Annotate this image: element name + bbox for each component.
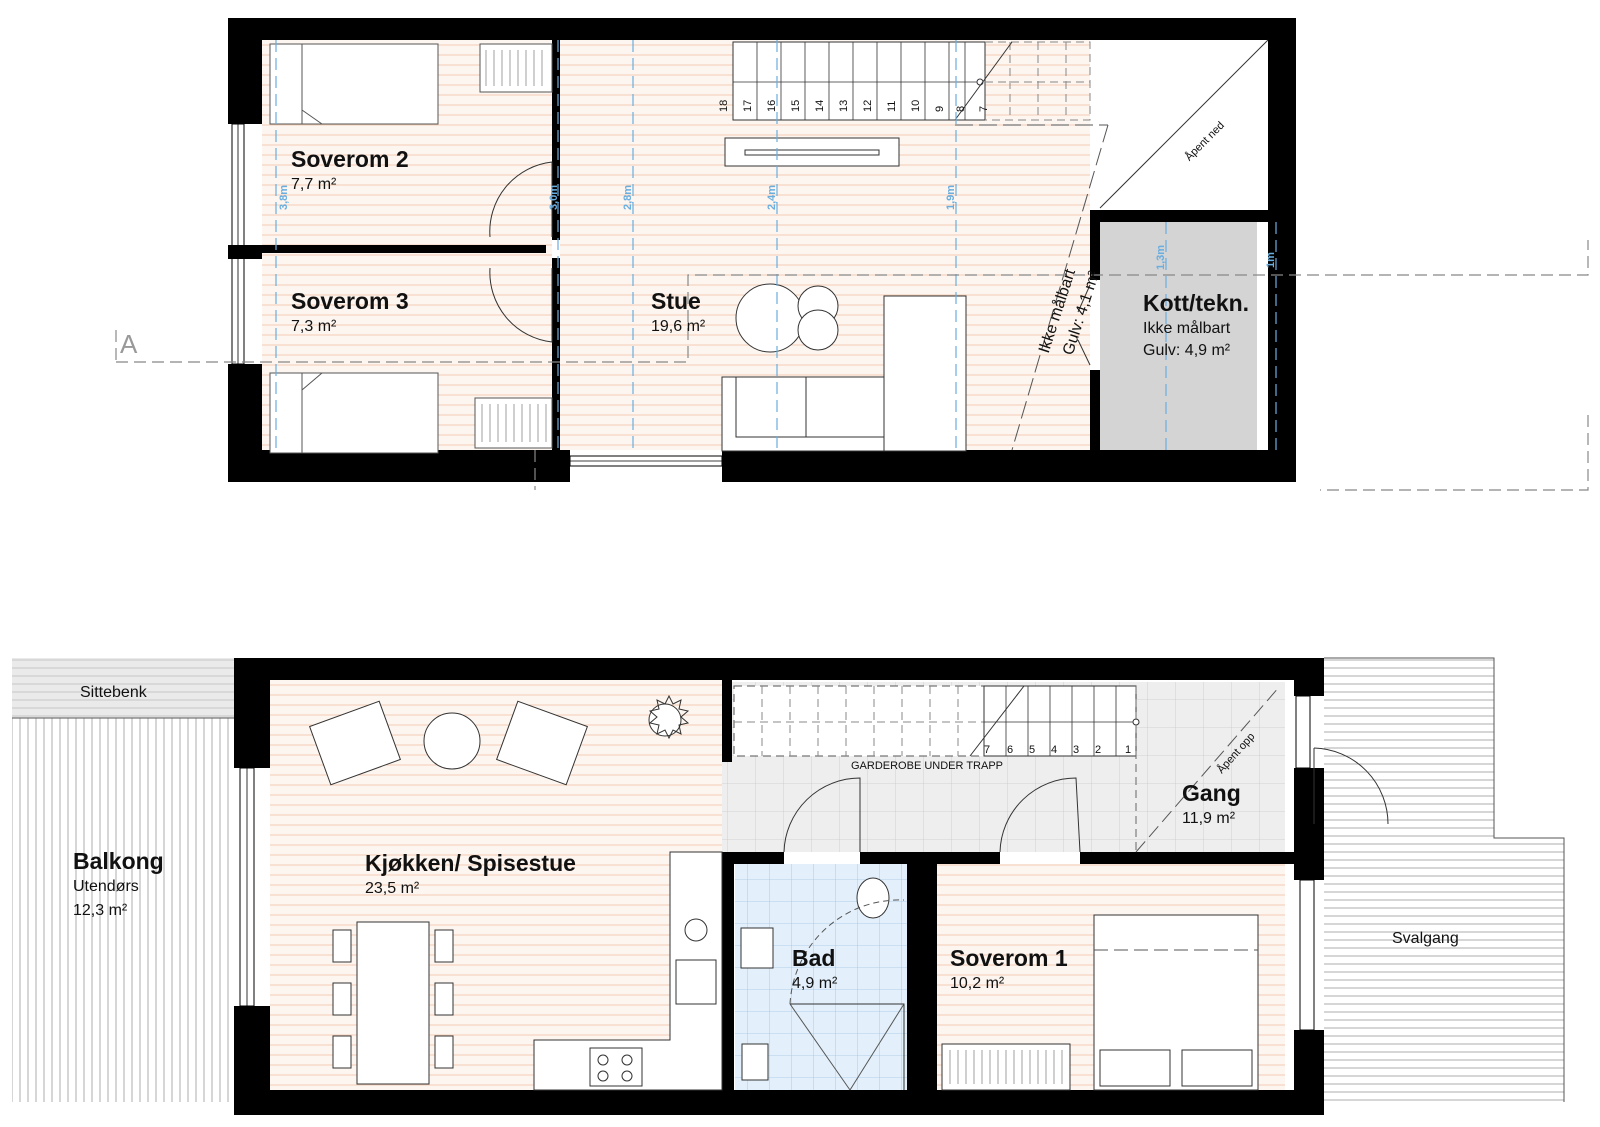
stair-step-number: 7 <box>984 744 991 756</box>
stair-step-number: 5 <box>1029 744 1036 756</box>
room-area-soverom-3: 7,3 m² <box>291 318 337 335</box>
stair-step-number: 4 <box>1051 744 1058 756</box>
stair-step-number: 9 <box>934 105 946 112</box>
room-note-balkong: Utendørs <box>73 878 139 895</box>
stair-step-number: 6 <box>1007 744 1014 756</box>
walkway-label: Svalgang <box>1392 930 1459 947</box>
stair-step-number: 14 <box>814 99 826 112</box>
room-name-balkong: Balkong <box>73 848 164 874</box>
room-name-kjokken-spisestue: Kjøkken/ Spisestue <box>365 850 576 876</box>
section-marker: A <box>120 329 138 359</box>
stair-step-number: 16 <box>766 99 778 112</box>
stair-step-number: 13 <box>838 99 850 112</box>
room-area-gang: 11,9 m² <box>1182 810 1236 827</box>
room-area-stue: 19,6 m² <box>651 318 706 335</box>
room-name-bad: Bad <box>792 945 836 971</box>
stair-step-number: 18 <box>718 99 730 112</box>
stair-step-number: 7 <box>978 105 990 112</box>
stair-step-number: 10 <box>910 99 922 112</box>
stair-step-number: 12 <box>862 99 874 112</box>
room-name-kott-tekn: Kott/tekn. <box>1143 290 1250 316</box>
ceiling-height-label: 1m <box>1265 252 1277 268</box>
room-name-soverom-1: Soverom 1 <box>950 945 1068 971</box>
room-area-kjokken-spisestue: 23,5 m² <box>365 880 420 897</box>
balcony-bench-label: Sittebenk <box>80 684 147 701</box>
stair-step-number: 15 <box>790 99 802 112</box>
room-name-gang: Gang <box>1182 780 1241 806</box>
stair-step-number: 2 <box>1095 744 1102 756</box>
ceiling-height-label: 1,3m <box>1155 244 1167 270</box>
stair-step-number: 1 <box>1125 744 1132 756</box>
room-area-soverom-2: 7,7 m² <box>291 176 337 193</box>
stair-step-number: 11 <box>886 100 898 112</box>
room-area-balkong: 12,3 m² <box>73 902 128 919</box>
ceiling-height-label: 3,8m <box>278 184 290 210</box>
ceiling-height-label: 3,0m <box>548 184 560 210</box>
stair-step-number: 17 <box>742 99 754 112</box>
room-area-soverom-1: 10,2 m² <box>950 975 1005 992</box>
room-name-soverom-3: Soverom 3 <box>291 288 409 314</box>
lower-floor <box>12 657 1565 1115</box>
stair-step-number: 3 <box>1073 744 1080 756</box>
ceiling-height-label: 2,4m <box>766 184 778 210</box>
ceiling-height-label: 2,8m <box>622 184 634 210</box>
wardrobe-under-stairs-label: GARDEROBE UNDER TRAPP <box>851 760 1003 772</box>
room-area-kott-tekn: Gulv: 4,9 m² <box>1143 342 1231 359</box>
room-name-stue: Stue <box>651 288 701 314</box>
room-area-bad: 4,9 m² <box>792 975 838 992</box>
room-name-soverom-2: Soverom 2 <box>291 146 409 172</box>
stair-step-number: 8 <box>955 105 967 112</box>
room-note-kott-tekn: Ikke målbart <box>1143 320 1231 337</box>
ceiling-height-label: 1,9m <box>945 184 957 210</box>
upper-floor <box>115 18 1589 491</box>
